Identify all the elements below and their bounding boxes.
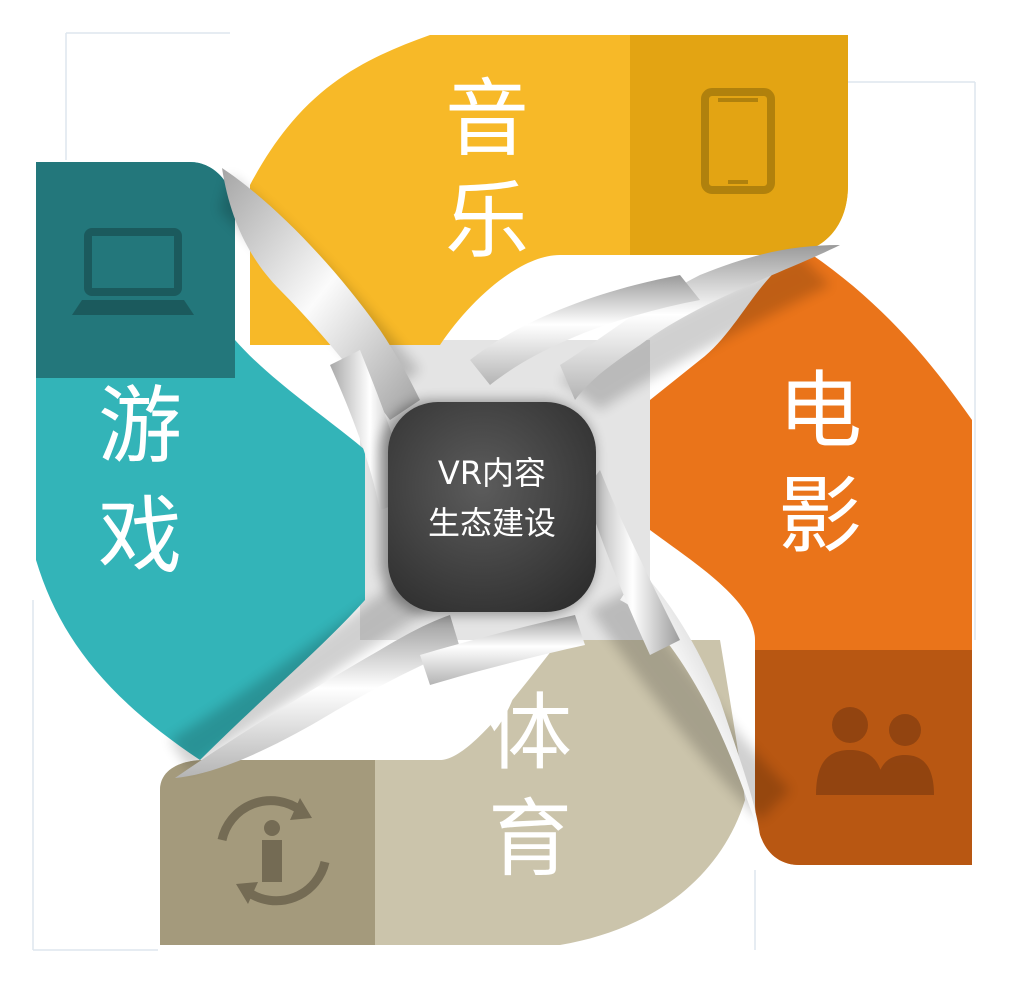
smartphone-icon <box>701 88 775 194</box>
center-hub: VR内容 生态建设 <box>380 400 596 615</box>
sports-label-char2: 育 <box>488 790 572 888</box>
segment-music: 音 乐 <box>250 35 848 345</box>
center-hub-shape <box>388 402 596 612</box>
person-cycle-icon <box>217 796 330 906</box>
sports-label-char1: 体 <box>488 684 572 782</box>
segment-games: 游 戏 <box>36 162 365 760</box>
music-icon-panel <box>630 35 848 255</box>
games-icon-panel <box>36 162 235 378</box>
center-title-line2: 生态建设 <box>428 504 556 542</box>
laptop-icon <box>72 228 194 315</box>
segment-sports: 体 育 <box>160 640 745 945</box>
audience-people-icon <box>816 707 934 795</box>
music-label-char1: 音 <box>445 70 529 168</box>
movie-label-char1: 电 <box>778 362 862 460</box>
games-label-char2: 戏 <box>98 487 182 585</box>
center-title-line1: VR内容 <box>438 454 546 492</box>
movie-label-char2: 影 <box>778 467 862 565</box>
frame-lines <box>32 32 976 951</box>
segment-movie: 电 影 <box>650 250 972 865</box>
folded-ribbons <box>170 168 840 835</box>
music-label-char2: 乐 <box>445 172 529 270</box>
games-label-char1: 游 <box>98 377 182 475</box>
